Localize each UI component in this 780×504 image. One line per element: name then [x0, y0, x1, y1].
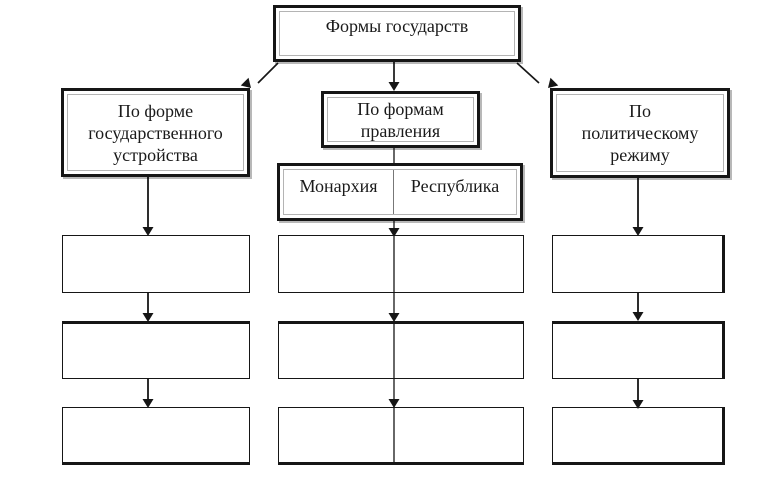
branch-node-state-structure: По форме государственного устройства — [61, 88, 250, 177]
branch-government-label: По формам правления — [357, 98, 444, 141]
monarchy-republic-inner-frame: Монархия Республика — [283, 169, 517, 215]
empty-box-structure-1 — [62, 235, 250, 293]
empty-box-regime-3 — [552, 407, 725, 465]
branch-state-structure-label: По форме государственного устройства — [88, 100, 223, 165]
empty-box-structure-2 — [62, 321, 250, 379]
empty-box-government-2 — [278, 321, 524, 379]
branch-state-structure-inner-frame: По форме государственного устройства — [67, 94, 244, 171]
branch-regime-inner-frame: По политическому режиму — [556, 94, 724, 172]
root-node-forms-of-states: Формы государств — [273, 5, 521, 62]
branch-node-political-regime: По политическому режиму — [550, 88, 730, 178]
branch-government-inner-frame: По формам правления — [327, 97, 474, 142]
empty-box-regime-1 — [552, 235, 725, 293]
cell-republic-label: Республика — [410, 176, 500, 196]
root-node-label: Формы государств — [325, 16, 469, 36]
empty-box-regime-2 — [552, 321, 725, 379]
cell-monarchy: Монархия — [284, 170, 394, 214]
empty-box-structure-3 — [62, 407, 250, 465]
root-node-inner-frame: Формы государств — [279, 11, 515, 56]
cell-republic: Республика — [394, 170, 516, 214]
empty-box-government-3 — [278, 407, 524, 465]
node-monarchy-republic: Монархия Республика — [277, 163, 523, 221]
cell-monarchy-label: Монархия — [299, 176, 378, 196]
branch-node-forms-of-government: По формам правления — [321, 91, 480, 148]
empty-box-government-1 — [278, 235, 524, 293]
branch-regime-label: По политическому режиму — [581, 101, 699, 165]
